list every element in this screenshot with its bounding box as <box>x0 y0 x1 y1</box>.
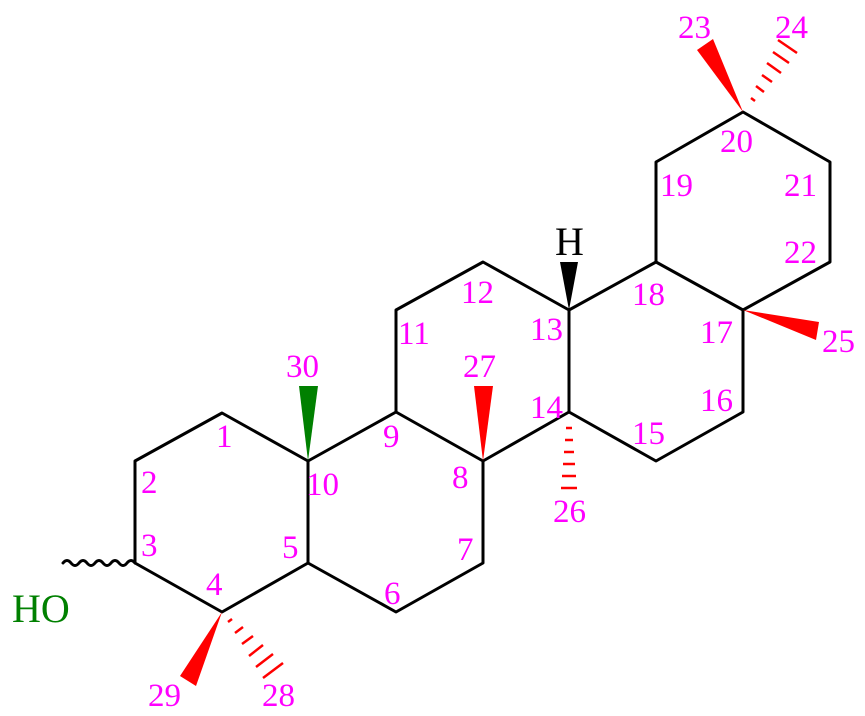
wedge-c29 <box>180 612 222 686</box>
locant-30: 30 <box>286 349 319 385</box>
locant-4: 4 <box>206 567 223 603</box>
wedge-c25 <box>743 310 819 340</box>
wavy-bond-c3-oh <box>61 559 137 567</box>
locant-16: 16 <box>700 383 733 419</box>
stereo-bonds <box>61 38 819 686</box>
hydrogen-label: H <box>555 219 584 264</box>
atom-labels: HO H <box>12 219 584 631</box>
bond-skeleton <box>133 110 832 614</box>
locant-17: 17 <box>700 315 733 351</box>
locant-8: 8 <box>452 460 469 496</box>
locant-labels: 1 2 3 4 5 6 7 8 9 10 11 12 13 14 15 16 1… <box>141 10 855 714</box>
ring-b-bonds <box>306 410 485 614</box>
ring-c-bonds <box>394 260 571 463</box>
locant-13: 13 <box>530 312 563 348</box>
locant-23: 23 <box>678 10 711 46</box>
wedge-c27 <box>474 386 493 461</box>
locant-2: 2 <box>141 465 158 501</box>
ring-e-bonds <box>654 110 832 312</box>
locant-11: 11 <box>398 316 430 352</box>
hydroxyl-label: HO <box>12 586 70 631</box>
locant-18: 18 <box>632 277 665 313</box>
locant-12: 12 <box>461 275 494 311</box>
hash-c26 <box>561 426 577 490</box>
locant-1: 1 <box>216 419 233 455</box>
locant-26: 26 <box>553 494 586 530</box>
locant-22: 22 <box>784 235 817 271</box>
locant-15: 15 <box>632 416 665 452</box>
wedge-c30 <box>299 386 318 461</box>
locant-25: 25 <box>822 324 855 360</box>
locant-7: 7 <box>457 532 474 568</box>
wedge-c23 <box>697 39 743 112</box>
locant-3: 3 <box>141 528 158 564</box>
locant-28: 28 <box>262 678 295 714</box>
hash-c28 <box>227 618 284 679</box>
locant-20: 20 <box>720 124 753 160</box>
locant-6: 6 <box>384 576 401 612</box>
locant-29: 29 <box>148 678 181 714</box>
locant-9: 9 <box>383 419 400 455</box>
ring-d-bonds <box>567 260 745 463</box>
hash-c24 <box>750 38 798 102</box>
wedge-h13 <box>560 262 578 310</box>
locant-27: 27 <box>463 349 496 385</box>
locant-24: 24 <box>775 10 808 46</box>
locant-10: 10 <box>306 467 339 503</box>
locant-19: 19 <box>660 168 693 204</box>
locant-21: 21 <box>784 168 817 204</box>
locant-5: 5 <box>282 530 299 566</box>
locant-14: 14 <box>530 390 563 426</box>
